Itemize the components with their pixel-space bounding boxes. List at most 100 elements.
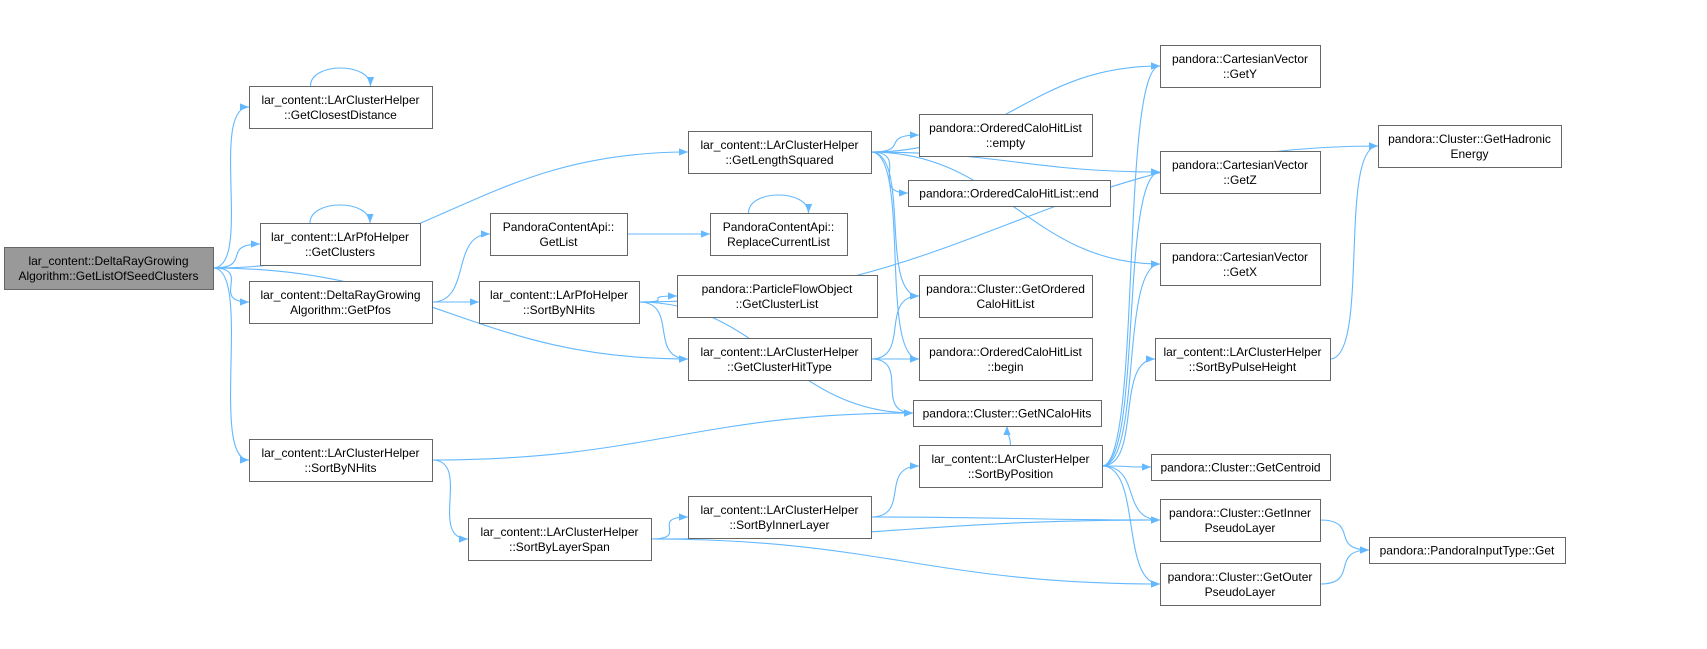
node-sort-by-nhits-cl[interactable]: lar_content::LArClusterHelper::SortByNHi… xyxy=(249,439,433,482)
node-box xyxy=(260,223,421,266)
node-label-line: pandora::PandoraInputType::Get xyxy=(1380,544,1555,558)
node-box xyxy=(1160,563,1321,606)
node-label-line: lar_content::DeltaRayGrowing xyxy=(28,254,188,268)
node-layer: lar_content::DeltaRayGrowingAlgorithm::G… xyxy=(4,45,1566,606)
node-label-line: ::GetClusters xyxy=(305,245,375,259)
edge-closest-dist-to-closest-dist xyxy=(309,67,375,87)
edge-get-outer-pseudo-layer-to-pandora-input-type-get xyxy=(1319,546,1370,585)
node-label-line: PandoraContentApi:: xyxy=(723,220,834,234)
node-box xyxy=(688,338,872,381)
node-label-line: pandora::OrderedCaloHitList::end xyxy=(919,187,1098,201)
edge-get-cluster-hit-type-to-get-ncalo-hits xyxy=(870,358,914,417)
node-box xyxy=(479,281,640,324)
edge-sort-by-position-to-get-ncalo-hits xyxy=(1003,425,1012,446)
node-box xyxy=(919,338,1093,381)
edge-pfo-sort-by-nhits-to-get-cluster-hit-type xyxy=(638,301,689,363)
node-cv-get-z[interactable]: pandora::CartesianVector::GetZ xyxy=(1160,151,1321,194)
node-label-line: CaloHitList xyxy=(976,297,1035,311)
node-label-line: Algorithm::GetListOfSeedClusters xyxy=(18,269,198,283)
node-get-length-squared[interactable]: lar_content::LArClusterHelper::GetLength… xyxy=(688,131,872,174)
node-sort-by-position[interactable]: lar_content::LArClusterHelper::SortByPos… xyxy=(919,445,1103,488)
node-get-cluster-hit-type[interactable]: lar_content::LArClusterHelper::GetCluste… xyxy=(688,338,872,381)
node-box xyxy=(688,131,872,174)
node-box xyxy=(1160,499,1321,542)
edge-root-to-closest-dist xyxy=(212,103,250,269)
node-box xyxy=(468,518,652,561)
node-label-line: ::SortByPulseHeight xyxy=(1189,360,1297,374)
edge-root-to-get-cluster-hit-type xyxy=(212,267,689,363)
node-pfo-get-clusters[interactable]: lar_content::LArPfoHelper::GetClusters xyxy=(260,223,421,266)
edge-get-length-squared-to-cv-get-x xyxy=(870,151,1161,268)
node-label-line: pandora::Cluster::GetInner xyxy=(1169,506,1311,520)
node-sort-by-inner-layer[interactable]: lar_content::LArClusterHelper::SortByInn… xyxy=(688,496,872,539)
node-sort-by-pulse-height[interactable]: lar_content::LArClusterHelper::SortByPul… xyxy=(1155,338,1331,381)
edge-get-length-squared-to-get-ordered-calo-hit-list xyxy=(870,151,920,300)
edge-get-pfos-to-get-list xyxy=(431,230,491,303)
node-label-line: ::SortByInnerLayer xyxy=(729,518,829,532)
node-label-line: ::SortByPosition xyxy=(968,467,1053,481)
node-label-line: pandora::CartesianVector xyxy=(1172,52,1308,66)
node-box xyxy=(1369,537,1566,564)
node-label-line: pandora::Cluster::GetCentroid xyxy=(1160,461,1320,475)
node-box xyxy=(919,445,1103,488)
node-get-list[interactable]: PandoraContentApi::GetList xyxy=(490,213,628,256)
node-box xyxy=(4,247,214,290)
edge-sort-by-position-to-get-outer-pseudo-layer xyxy=(1101,465,1161,588)
node-label-line: pandora::OrderedCaloHitList xyxy=(929,345,1082,359)
node-label-line: GetList xyxy=(539,235,578,249)
node-box xyxy=(1160,151,1321,194)
node-get-pfos[interactable]: lar_content::DeltaRayGrowingAlgorithm::G… xyxy=(249,281,433,324)
node-label-line: lar_content::LArClusterHelper xyxy=(700,345,858,359)
edge-sort-by-nhits-cl-to-get-ncalo-hits xyxy=(431,409,914,461)
node-box xyxy=(919,114,1093,157)
edge-root-to-pfo-get-clusters xyxy=(212,240,261,269)
node-label-line: ::GetX xyxy=(1223,265,1257,279)
edge-pfo-get-clusters-to-pfo-get-clusters xyxy=(309,204,374,224)
edge-get-inner-pseudo-layer-to-pandora-input-type-get xyxy=(1319,519,1370,554)
node-box xyxy=(1151,454,1331,481)
node-label-line: lar_content::LArClusterHelper xyxy=(700,503,858,517)
node-ochl-empty[interactable]: pandora::OrderedCaloHitList::empty xyxy=(919,114,1093,157)
node-replace-current-list[interactable]: PandoraContentApi::ReplaceCurrentList xyxy=(710,213,848,256)
edge-sort-by-position-to-cv-get-z xyxy=(1101,168,1161,467)
node-get-centroid[interactable]: pandora::Cluster::GetCentroid xyxy=(1151,454,1331,481)
node-cv-get-y[interactable]: pandora::CartesianVector::GetY xyxy=(1160,45,1321,88)
node-label-line: ::GetLengthSquared xyxy=(725,153,833,167)
node-label-line: pandora::CartesianVector xyxy=(1172,250,1308,264)
node-box xyxy=(710,213,848,256)
node-label-line: ::SortByNHits xyxy=(304,461,376,475)
node-pandora-input-type-get[interactable]: pandora::PandoraInputType::Get xyxy=(1369,537,1566,564)
edge-sort-by-layer-span-to-sort-by-inner-layer xyxy=(650,513,689,540)
node-ochl-begin[interactable]: pandora::OrderedCaloHitList::begin xyxy=(919,338,1093,381)
node-ochl-end[interactable]: pandora::OrderedCaloHitList::end xyxy=(908,180,1111,207)
node-label-line: lar_content::LArClusterHelper xyxy=(1163,345,1321,359)
node-label-line: ::GetClusterList xyxy=(736,297,819,311)
node-closest-dist[interactable]: lar_content::LArClusterHelper::GetCloses… xyxy=(249,86,433,129)
node-label-line: pandora::ParticleFlowObject xyxy=(702,282,853,296)
node-label-line: lar_content::LArPfoHelper xyxy=(271,230,409,244)
node-label-line: ::GetClosestDistance xyxy=(284,108,397,122)
node-box xyxy=(913,400,1102,427)
node-box xyxy=(688,496,872,539)
node-sort-by-layer-span[interactable]: lar_content::LArClusterHelper::SortByLay… xyxy=(468,518,652,561)
node-label-line: ::GetY xyxy=(1223,67,1257,81)
node-label-line: ::SortByNHits xyxy=(523,303,595,317)
node-label-line: pandora::CartesianVector xyxy=(1172,158,1308,172)
node-cv-get-x[interactable]: pandora::CartesianVector::GetX xyxy=(1160,243,1321,286)
node-box xyxy=(1160,45,1321,88)
node-pfo-sort-by-nhits[interactable]: lar_content::LArPfoHelper::SortByNHits xyxy=(479,281,640,324)
node-label-line: lar_content::LArClusterHelper xyxy=(261,446,419,460)
node-label-line: PseudoLayer xyxy=(1205,521,1276,535)
node-label-line: pandora::Cluster::GetHadronic xyxy=(1388,132,1551,146)
node-label-line: Algorithm::GetPfos xyxy=(290,303,391,317)
node-label-line: lar_content::LArClusterHelper xyxy=(261,93,419,107)
node-box xyxy=(249,439,433,482)
node-get-ncalo-hits[interactable]: pandora::Cluster::GetNCaloHits xyxy=(913,400,1102,427)
node-pfo-get-cluster-list[interactable]: pandora::ParticleFlowObject::GetClusterL… xyxy=(677,275,878,318)
node-label-line: ::begin xyxy=(987,360,1023,374)
